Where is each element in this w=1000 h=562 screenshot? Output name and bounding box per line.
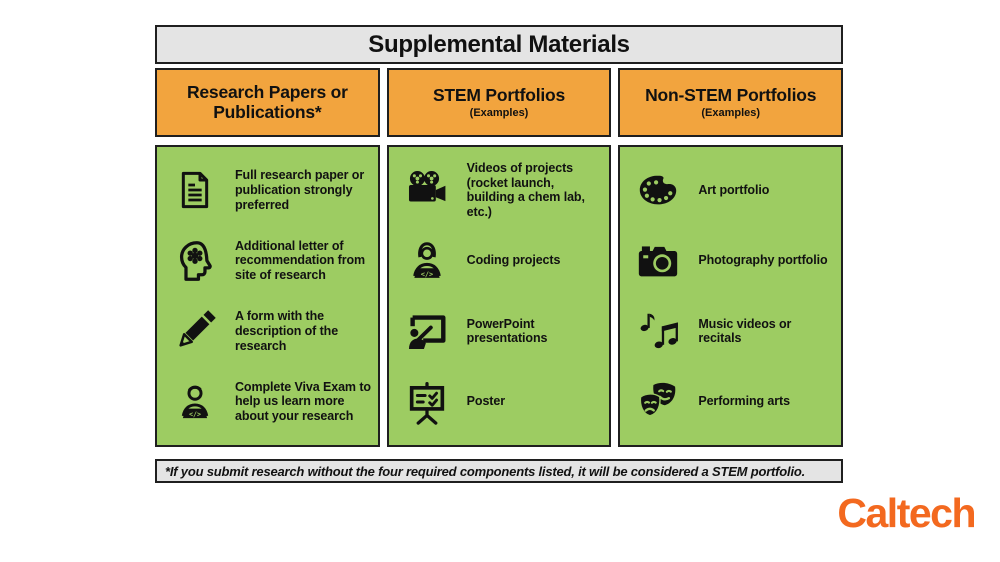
head-brain-icon <box>167 238 223 284</box>
list-item: PowerPoint presentations <box>399 296 604 367</box>
caltech-logo: Caltech <box>837 490 976 536</box>
column-title: STEM Portfolios <box>432 84 566 105</box>
list-item: Music videos or recitals <box>630 296 835 367</box>
column-body-non-stem-portfolios: Art portfolio Photography portfolio <box>618 145 844 447</box>
item-label: Poster <box>466 394 505 409</box>
svg-text:</>: </> <box>420 270 432 278</box>
pencil-icon <box>167 308 223 354</box>
item-label: Complete Viva Exam to help us learn more… <box>235 379 371 424</box>
list-item: Art portfolio <box>630 155 835 226</box>
page-title: Supplemental Materials <box>155 25 843 64</box>
footnote: *If you submit research without the four… <box>155 459 843 483</box>
column-subtitle: (Examples) <box>701 107 761 120</box>
document-icon <box>167 167 223 213</box>
list-item: Photography portfolio <box>630 226 835 297</box>
column-header-research-papers: Research Papers or Publications* <box>155 68 380 137</box>
column-header-stem-portfolios: STEM Portfolios (Examples) <box>386 68 612 137</box>
presentation-icon <box>399 308 455 354</box>
column-subtitle: (Examples) <box>469 107 529 120</box>
item-label: PowerPoint presentations <box>466 316 548 346</box>
column-title: Non-STEM Portfolios <box>645 84 817 105</box>
column-header-non-stem-portfolios: Non-STEM Portfolios (Examples) <box>618 68 844 137</box>
camera-icon <box>630 238 686 284</box>
list-item: A form with the description of the resea… <box>167 296 372 367</box>
list-item: </> Complete Viva Exam to help us learn … <box>167 367 372 438</box>
music-notes-icon <box>630 308 686 354</box>
list-item: Poster <box>399 367 604 438</box>
list-item: </> Coding projects <box>399 226 604 297</box>
item-label: Coding projects <box>466 253 561 268</box>
list-item: Videos of projects (rocket launch, build… <box>399 155 604 226</box>
column-body-stem-portfolios: Videos of projects (rocket launch, build… <box>386 145 612 447</box>
list-item: Full research paper or publication stron… <box>167 155 372 226</box>
svg-text:</>: </> <box>189 410 201 418</box>
column-bodies: Full research paper or publication stron… <box>155 145 844 447</box>
item-label: Art portfolio <box>698 182 770 197</box>
item-label: Videos of projects (rocket launch, build… <box>466 160 585 219</box>
movie-camera-icon <box>399 167 455 213</box>
item-label: Photography portfolio <box>698 253 828 268</box>
column-title: Research Papers or Publications* <box>186 81 348 122</box>
column-headers: Research Papers or Publications* STEM Po… <box>155 68 844 137</box>
paint-palette-icon <box>630 167 686 213</box>
poster-easel-icon <box>399 379 455 425</box>
item-label: Full research paper or publication stron… <box>235 168 365 212</box>
theater-masks-icon <box>630 379 686 425</box>
coder-laptop-icon: </> <box>399 238 455 284</box>
item-label: A form with the description of the resea… <box>235 309 339 353</box>
item-label: Music videos or recitals <box>698 316 792 346</box>
list-item: Additional letter of recommendation from… <box>167 226 372 297</box>
list-item: Performing arts <box>630 367 835 438</box>
column-body-research-papers: Full research paper or publication stron… <box>155 145 380 447</box>
item-label: Additional letter of recommendation from… <box>235 238 366 283</box>
person-laptop-icon: </> <box>167 380 223 424</box>
item-label: Performing arts <box>698 394 790 409</box>
